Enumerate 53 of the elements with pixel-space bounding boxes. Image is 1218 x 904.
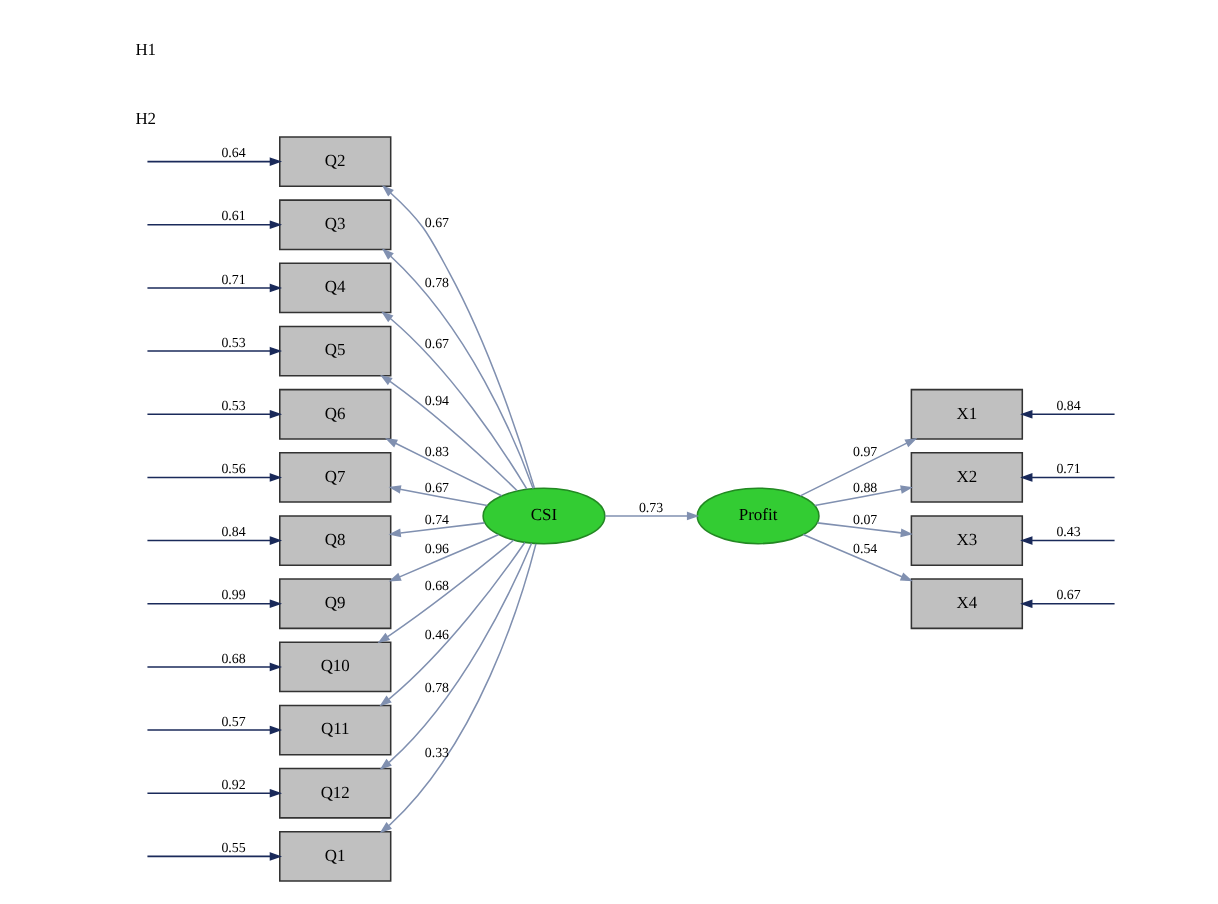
arrow xyxy=(1019,473,1115,482)
arrow xyxy=(603,511,699,521)
label: H1 xyxy=(134,39,156,60)
node-box: Q12 xyxy=(278,767,391,819)
arrow xyxy=(145,599,282,609)
arrow xyxy=(145,536,282,545)
node-box: Q9 xyxy=(278,578,391,630)
arrow xyxy=(387,485,488,507)
arrow xyxy=(145,283,282,293)
arrow xyxy=(801,533,912,582)
node-box: Q11 xyxy=(278,704,391,756)
arrow xyxy=(1019,599,1115,609)
arrow xyxy=(380,311,527,490)
arrow xyxy=(384,438,502,497)
arrow xyxy=(145,662,282,672)
arrow xyxy=(145,788,282,798)
arrow xyxy=(378,541,525,707)
arrow xyxy=(815,522,913,538)
node-box: X2 xyxy=(909,452,1023,503)
node-ellipse: CSI xyxy=(481,487,605,545)
arrow xyxy=(379,374,517,492)
node-box: Q8 xyxy=(278,515,391,566)
arrow xyxy=(145,852,282,861)
arrow xyxy=(376,539,514,644)
arrow xyxy=(1019,536,1115,545)
arrow xyxy=(380,185,535,489)
node-box: Q2 xyxy=(278,136,391,188)
arrow xyxy=(1019,409,1115,419)
node-box: Q3 xyxy=(278,199,391,251)
arrow xyxy=(387,533,499,582)
node-box: Q1 xyxy=(278,830,391,882)
arrow xyxy=(798,437,917,497)
arrow xyxy=(813,485,913,507)
node-box: Q6 xyxy=(278,388,391,440)
node-ellipse: Profit xyxy=(695,487,819,545)
arrow xyxy=(145,346,282,356)
node-box: Q4 xyxy=(278,262,391,314)
label: H2 xyxy=(134,108,156,129)
node-box: Q5 xyxy=(278,325,391,377)
arrow xyxy=(380,248,533,490)
arrow xyxy=(387,522,485,538)
node-box: Q10 xyxy=(278,641,391,693)
arrow xyxy=(145,157,282,166)
arrow xyxy=(145,473,282,482)
node-box: X3 xyxy=(909,515,1023,566)
node-box: X1 xyxy=(909,388,1023,440)
arrow xyxy=(145,725,282,735)
arrow xyxy=(145,409,282,419)
node-box: X4 xyxy=(909,578,1023,630)
node-box: Q7 xyxy=(278,452,391,503)
arrow xyxy=(378,543,536,834)
arrow xyxy=(378,542,532,770)
arrow xyxy=(145,220,282,230)
